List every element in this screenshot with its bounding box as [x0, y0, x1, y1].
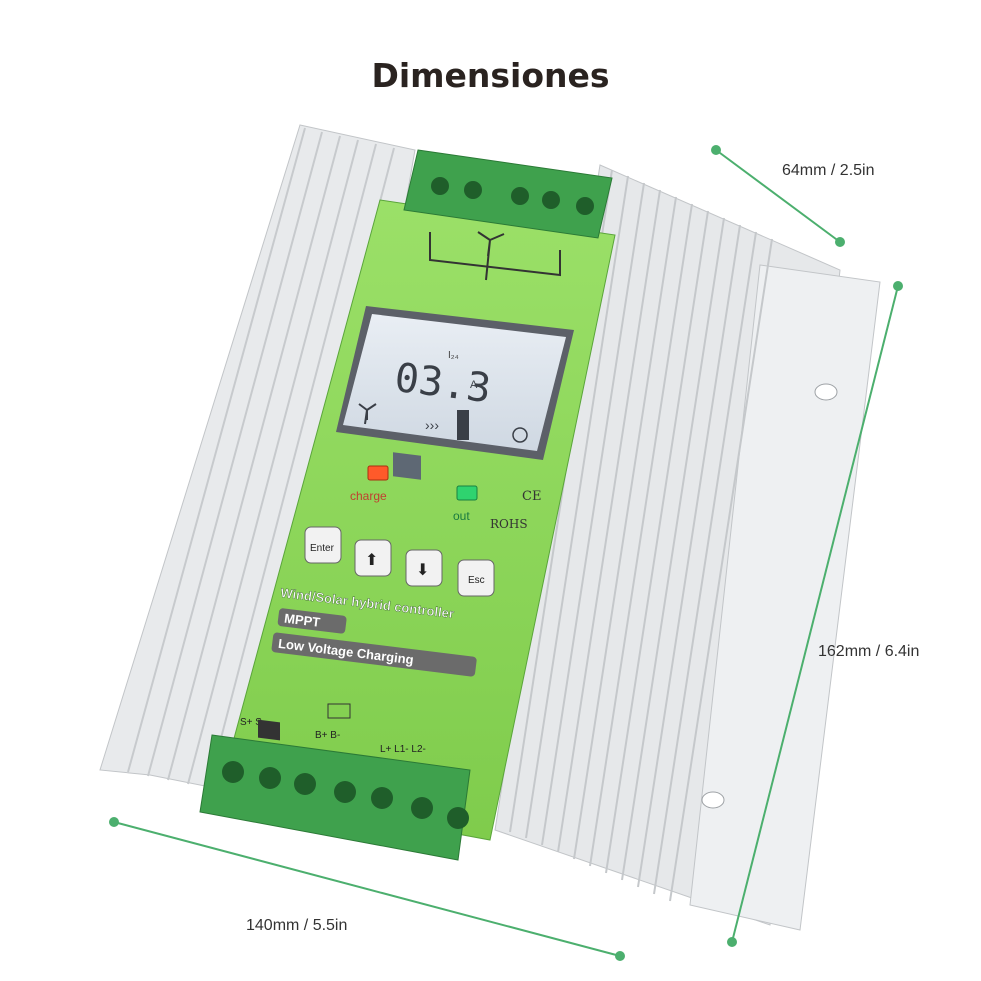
arrow-down-icon: ⬇ — [416, 562, 429, 579]
svg-text:Enter: Enter — [310, 543, 335, 554]
up-button[interactable]: ⬆ — [354, 539, 392, 577]
mppt-badge: MPPT — [277, 608, 347, 634]
ce-mark: CE — [522, 489, 541, 504]
load-terminal-label: L+ L1- L2- — [380, 744, 426, 755]
lcd-battery-icon — [457, 410, 469, 440]
lcd-display: I₂₄ 03.3 A ››› — [336, 306, 574, 480]
width-dimension-label: 140mm / 5.5in — [246, 917, 348, 934]
depth-dimension-label: 64mm / 2.5in — [782, 162, 875, 179]
lcd-arrows-icon: ››› — [425, 417, 439, 433]
depth-dimension-line — [711, 145, 845, 247]
height-dimension-line — [727, 281, 903, 947]
lcd-small-label: I₂₄ — [448, 350, 459, 361]
esc-button[interactable]: Esc — [457, 559, 495, 597]
wind-turbine-symbol-icon — [429, 231, 561, 281]
svg-text:Esc: Esc — [468, 575, 485, 586]
battery-terminal-label: B+ B- — [315, 730, 340, 741]
charge-led: charge — [350, 465, 389, 503]
rohs-mark: ROHS — [490, 517, 528, 531]
lcd-unit: A — [470, 379, 478, 391]
width-dimension-line — [109, 817, 625, 961]
solar-panel-icon — [258, 719, 280, 741]
solar-terminal-label: S+ S- — [240, 717, 265, 728]
svg-text:out: out — [453, 509, 470, 523]
out-led: out — [453, 485, 478, 523]
top-terminal-block — [403, 149, 613, 239]
page-title: Dimensiones — [371, 56, 610, 95]
svg-text:MPPT: MPPT — [283, 611, 321, 630]
lcd-bulb-icon — [512, 427, 528, 443]
arrow-up-icon: ⬆ — [365, 552, 378, 569]
battery-icon — [327, 703, 351, 719]
enter-button[interactable]: Enter — [304, 526, 342, 564]
svg-text:charge: charge — [350, 489, 387, 503]
height-dimension-label: 162mm / 6.4in — [818, 643, 920, 660]
bottom-terminal-block — [199, 734, 471, 861]
lcd-solar-panel-icon — [393, 452, 421, 480]
lcd-turbine-icon — [358, 403, 377, 425]
down-button[interactable]: ⬇ — [405, 549, 443, 587]
